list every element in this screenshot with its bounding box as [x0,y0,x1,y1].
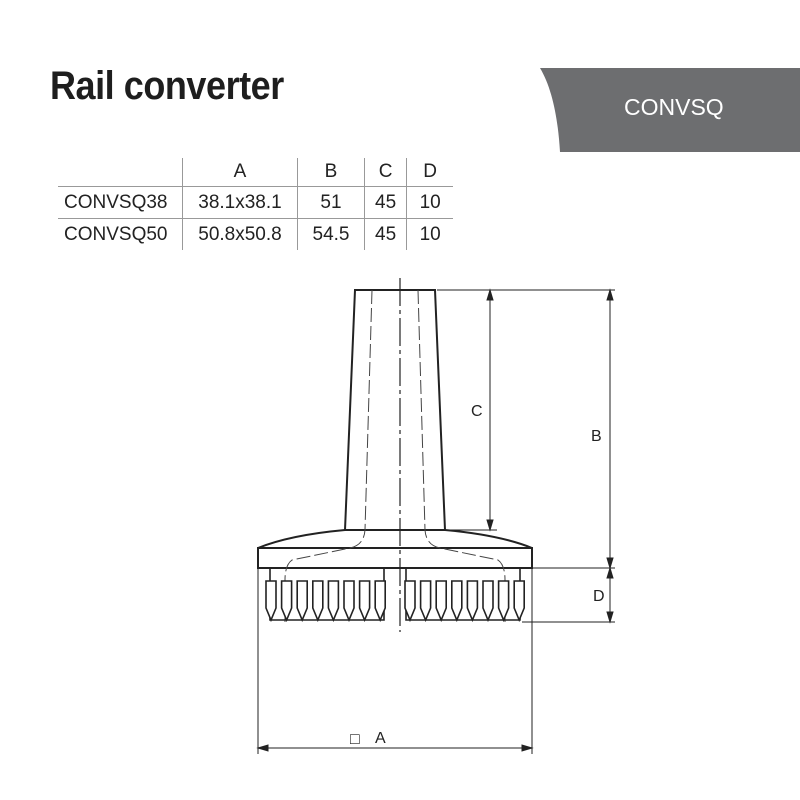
table-cell: 45 [363,218,407,250]
flange-plate [257,547,533,569]
table-cell: 10 [406,218,454,250]
table-row: CONVSQ50 50.8x50.8 54.5 45 10 [58,218,454,250]
dimension-label-d: D [593,588,605,605]
clip-tooth [513,580,525,623]
clip-tooth [374,580,386,623]
dimension-label-a: A [375,730,386,747]
clip-tooth [419,580,432,623]
table-cell: CONVSQ50 [58,218,183,250]
page-title: Rail converter [50,64,284,108]
dimension-label-b: B [591,428,602,445]
product-code-banner [540,68,800,152]
table-cell: 54.5 [297,218,365,250]
clip-tooth [435,580,447,623]
clip-tooth [296,580,308,623]
product-code: CONVSQ [624,94,724,120]
clip-tooth [312,580,324,623]
clip-tooth [404,580,416,623]
table-cell: 38.1x38.1 [182,186,298,219]
stem-outline [343,289,447,531]
clip-tooth [466,580,479,623]
table-cell: 50.8x50.8 [182,218,298,250]
column-header: D [406,158,454,187]
column-header: C [363,158,407,187]
square-symbol-icon: □ [350,731,360,748]
table-cell: CONVSQ38 [58,186,183,219]
clip-tooth [497,580,510,623]
table-cell: 51 [297,186,365,219]
table-header-row: A B C D [58,158,454,187]
dimensions-table: A B C D CONVSQ38 38.1x38.1 51 45 10 CONV… [58,158,454,250]
flange-top [257,529,533,549]
column-header: A [182,158,298,187]
clip-tooth [343,580,355,623]
dimension-label-c: C [471,403,483,420]
clip-tooth [358,580,371,623]
table-cell: 10 [406,186,454,219]
table-row: CONVSQ38 38.1x38.1 51 45 10 [58,186,454,219]
clip-tooth [327,580,340,623]
table-cell: 45 [363,186,407,219]
clip-tooth [280,580,293,623]
clip-tooth [482,580,494,623]
clip-tooth [451,580,463,623]
clip-tooth [265,580,277,623]
column-header: B [297,158,365,187]
